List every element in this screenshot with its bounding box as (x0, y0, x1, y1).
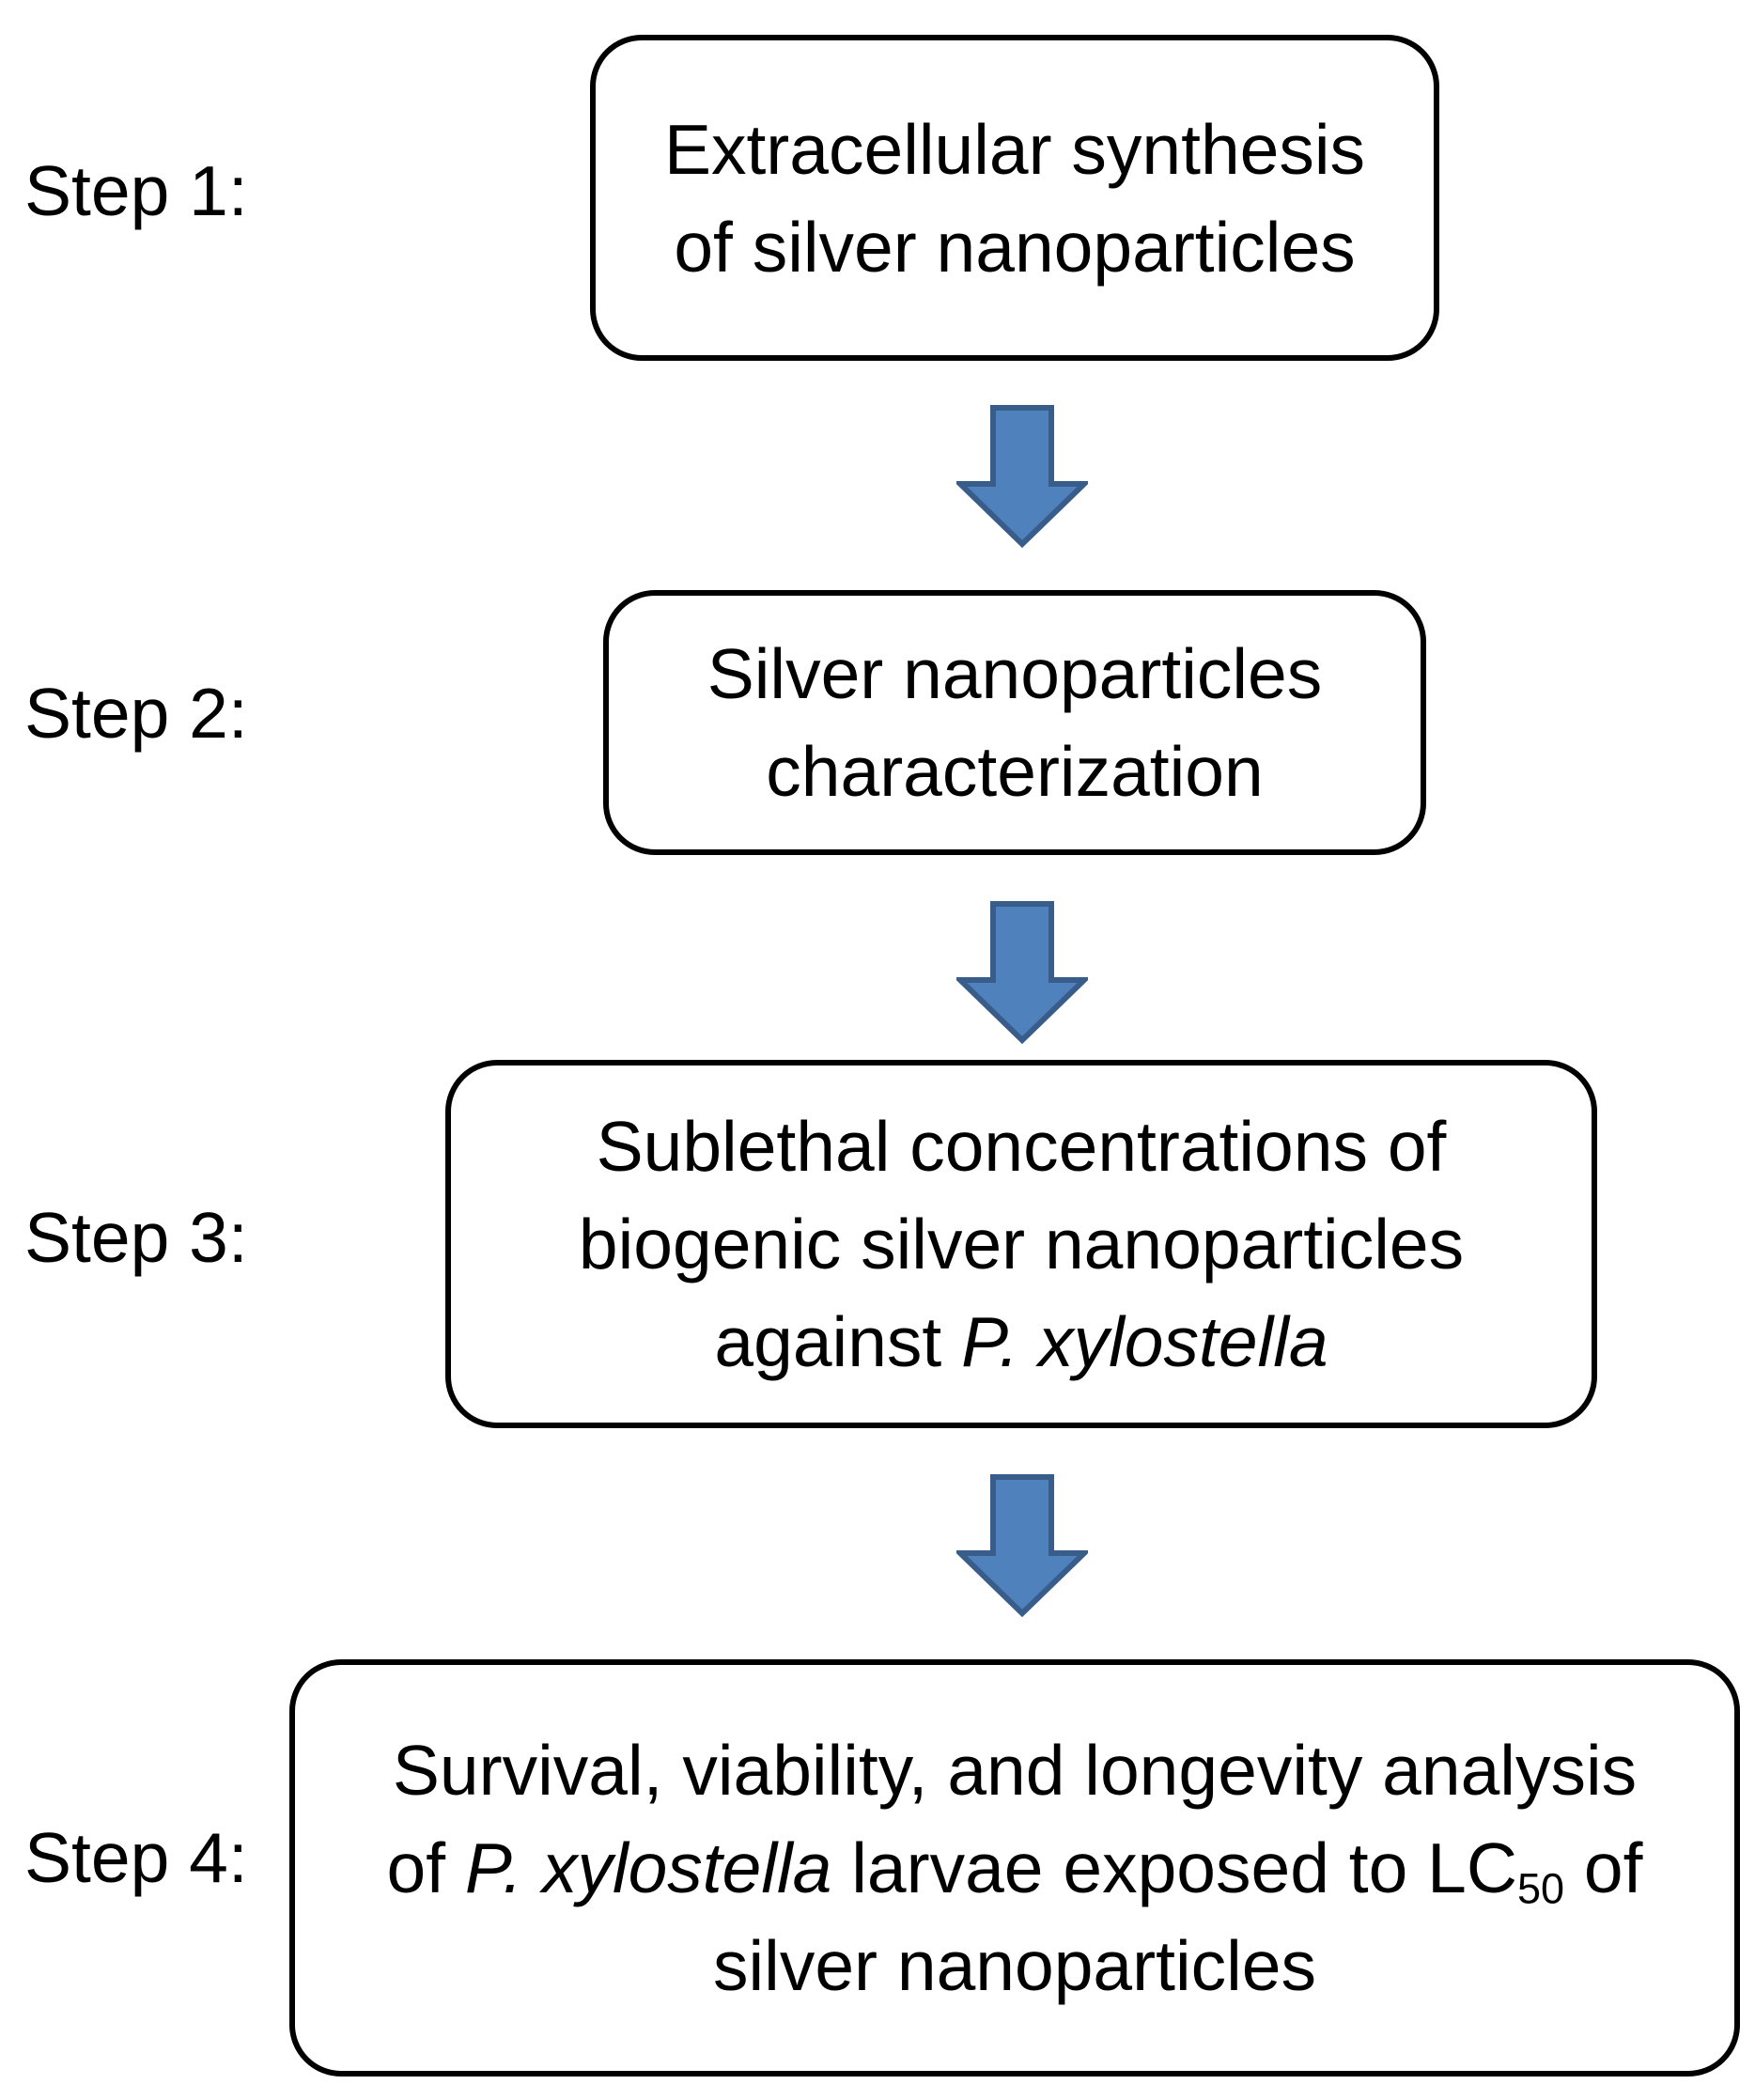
step-3-line-3-prefix: against (714, 1302, 962, 1381)
lc50-subscript: 50 (1517, 1864, 1565, 1913)
step-2-text-line-1: Silver nanoparticles (707, 634, 1323, 713)
down-arrow-icon (956, 901, 1088, 1044)
step-3-text-line-2: biogenic silver nanoparticles (578, 1205, 1465, 1283)
step-2-label: Step 2: (24, 674, 248, 753)
step-3-text-line-3: against P. xylostella (714, 1293, 1328, 1391)
step-2-text-line-2: characterization (766, 732, 1264, 811)
step-4-text-line-2: of P. xylostella larvae exposed to LC50 … (387, 1819, 1643, 1917)
step-1-text-line-1: Extracellular synthesis (663, 109, 1366, 189)
step-1-box: Extracellular synthesis of silver nanopa… (590, 35, 1439, 361)
step-1-label: Step 1: (24, 151, 248, 230)
step-4-text-line-1: Survival, viability, and longevity analy… (392, 1731, 1638, 1810)
step-4-line-2-middle: larvae exposed to LC (831, 1828, 1518, 1907)
step-4-line-2-suffix: of (1564, 1828, 1643, 1907)
species-name: P. xylostella (464, 1828, 832, 1907)
step-4-text-line-3: silver nanoparticles (713, 1926, 1316, 2005)
step-3-label: Step 3: (24, 1198, 248, 1277)
step-4-label: Step 4: (24, 1818, 248, 1897)
species-name: P. xylostella (961, 1302, 1328, 1381)
down-arrow-icon (956, 405, 1088, 548)
step-3-text-line-1: Sublethal concentrations of (596, 1107, 1447, 1186)
step-4-line-2-prefix: of (386, 1828, 465, 1907)
step-1-text-line-2: of silver nanoparticles (674, 207, 1356, 287)
step-4-box: Survival, viability, and longevity analy… (289, 1659, 1740, 2077)
step-3-box: Sublethal concentrations of biogenic sil… (445, 1060, 1597, 1428)
down-arrow-icon (956, 1474, 1088, 1617)
step-2-box: Silver nanoparticles characterization (603, 590, 1426, 855)
